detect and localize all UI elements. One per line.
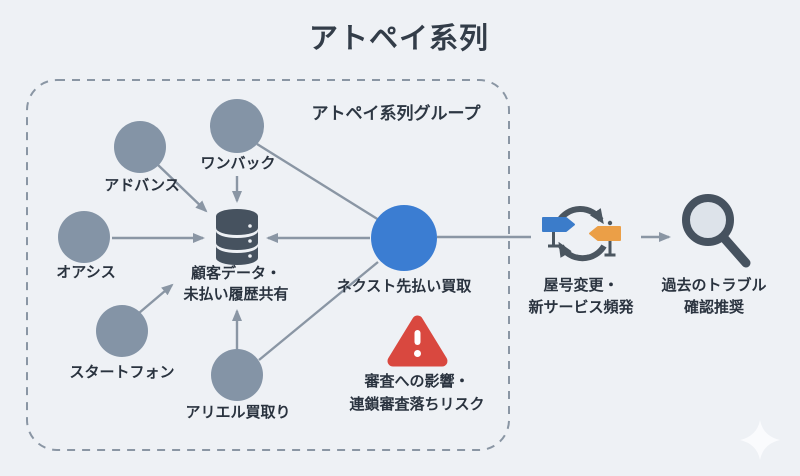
rename-label-line2: 新サービス頻発 bbox=[528, 298, 634, 316]
refresh-cycle-icon bbox=[542, 206, 621, 262]
database-label-line1: 顧客データ・ bbox=[191, 264, 281, 282]
group-boundary bbox=[26, 79, 510, 451]
page-title: アトペイ系列 bbox=[309, 22, 489, 55]
connector-ariel-hub bbox=[258, 261, 379, 361]
node-oasis: オアシス bbox=[56, 211, 116, 281]
database-slice bbox=[216, 209, 258, 235]
node-next-hub: ネクスト先払い買取 bbox=[337, 205, 473, 295]
database-dot bbox=[248, 239, 252, 243]
magnifier-lens bbox=[682, 194, 734, 246]
node-ariel: アリエル買取り bbox=[185, 349, 291, 421]
database-slice bbox=[216, 246, 258, 265]
signpost-cap bbox=[607, 220, 613, 226]
node-advance: アドバンス bbox=[104, 121, 180, 194]
signpost-right-icon bbox=[542, 212, 575, 248]
database-icon bbox=[216, 209, 258, 265]
company-circle bbox=[211, 349, 263, 401]
database-slice bbox=[216, 231, 258, 250]
warning-exclamation-dot bbox=[414, 350, 421, 357]
company-circle bbox=[114, 121, 166, 173]
company-circle bbox=[58, 211, 110, 263]
inspect-label-line2: 確認推奨 bbox=[683, 298, 745, 316]
arrow-startphone-database bbox=[138, 283, 174, 314]
connector-lines bbox=[256, 142, 531, 361]
signpost-cap bbox=[561, 212, 567, 217]
signpost-left-icon bbox=[589, 220, 621, 257]
company-label: スタートフォン bbox=[69, 364, 174, 381]
database-dot bbox=[248, 224, 252, 228]
warning-triangle-icon bbox=[387, 315, 448, 367]
refresh-arc-top bbox=[556, 206, 604, 225]
company-label: アリエル買取り bbox=[185, 404, 290, 421]
group-label: アトペイ系列グループ bbox=[312, 103, 482, 123]
company-label: オアシス bbox=[56, 264, 115, 281]
magnifier-icon bbox=[682, 194, 751, 268]
sparkle-icon bbox=[740, 420, 780, 460]
hub-label: ネクスト先払い買取 bbox=[337, 277, 473, 295]
company-label: アドバンス bbox=[104, 177, 179, 194]
node-oneback: ワンバック bbox=[200, 99, 276, 172]
company-circle bbox=[210, 99, 264, 153]
rename-label-line1: 屋号変更・ bbox=[543, 276, 618, 294]
connector-oneback-hub bbox=[256, 142, 380, 222]
inspect-label-line1: 過去のトラブル bbox=[660, 276, 766, 294]
database-label-line2: 未払い履歴共有 bbox=[182, 285, 288, 303]
warning-exclamation-bar bbox=[414, 330, 421, 345]
company-circle bbox=[96, 305, 148, 357]
signpost-right-sign bbox=[542, 217, 575, 232]
warning-label-line1: 審査への影響・ bbox=[363, 372, 469, 390]
database-dot bbox=[248, 254, 252, 258]
hub-circle bbox=[371, 205, 437, 271]
magnifier-handle bbox=[719, 233, 751, 268]
arrow-advance-database bbox=[156, 163, 208, 213]
warning-label-line2: 連鎖審査落ちリスク bbox=[349, 395, 484, 413]
company-label: ワンバック bbox=[200, 155, 275, 172]
refresh-arc-bottom bbox=[558, 241, 607, 262]
node-startphone: スタートフォン bbox=[69, 305, 175, 381]
signpost-left-sign bbox=[589, 226, 621, 241]
arrow-lines bbox=[112, 163, 671, 350]
